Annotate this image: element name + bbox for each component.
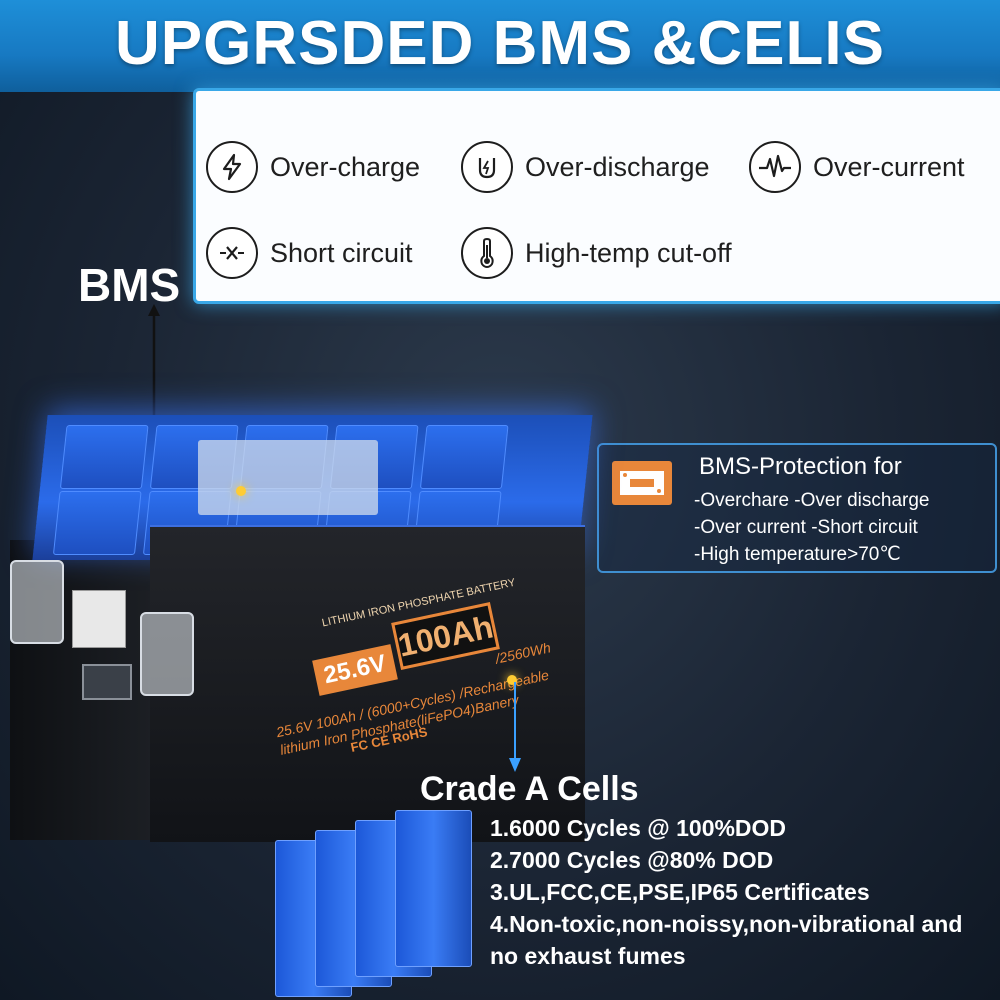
bms-protection-box: BMS-Protection for -Overchare -Over disc… <box>597 443 997 573</box>
bms-glow-dot <box>236 486 246 496</box>
protection-label: Over-current <box>813 151 965 182</box>
protection-label: Over-charge <box>270 151 421 182</box>
bms-protection-line: -Overchare -Over discharge <box>694 490 930 511</box>
header-banner <box>0 0 1000 92</box>
cell-block <box>419 425 509 489</box>
protection-label: Short circuit <box>270 237 413 268</box>
breaker-switch <box>72 590 126 648</box>
cells-feature-item: 4.Non-toxic,non-noissy,non-vibrational a… <box>490 911 963 937</box>
battery-terminal-left <box>10 560 64 644</box>
battery-terminal-right <box>140 612 194 696</box>
protection-panel: Over-charge Over-discharge Over-current … <box>193 88 1000 304</box>
battery-glow-dot <box>507 675 517 685</box>
protection-item-over-charge: Over-charge <box>206 141 420 193</box>
cells-feature-item: 1.6000 Cycles @ 100%DOD <box>490 815 787 841</box>
cells-feature-item: 3.UL,FCC,CE,PSE,IP65 Certificates <box>490 879 870 905</box>
cell-block <box>59 425 149 489</box>
bms-board-icon <box>612 461 672 505</box>
protection-item-over-current: Over-current <box>749 141 965 193</box>
lifepo4-cell <box>395 810 472 967</box>
bms-protection-line: -High temperature>70℃ <box>694 544 901 565</box>
cells-pointer-line <box>509 682 521 772</box>
cells-feature-item: no exhaust fumes <box>490 943 686 969</box>
pulse-icon <box>749 141 801 193</box>
protection-item-short-circuit: Short circuit <box>206 227 413 279</box>
cell-block <box>52 491 142 555</box>
bms-circuit-board <box>198 440 378 515</box>
thermometer-icon <box>461 227 513 279</box>
battery-energy: /2560Wh <box>493 639 553 667</box>
page-title: UPGRSDED BMS &CELIS <box>115 9 885 78</box>
battery-meter-display <box>82 664 132 700</box>
cells-feature-item: 2.7000 Cycles @80% DOD <box>490 847 774 873</box>
protection-item-high-temp: High-temp cut-off <box>461 227 732 279</box>
bms-label: BMS <box>78 259 181 311</box>
bms-protection-title: BMS-Protection for <box>699 453 902 480</box>
protection-label: High-temp cut-off <box>525 237 732 268</box>
short-circuit-icon <box>206 227 258 279</box>
bms-protection-line: -Over current -Short circuit <box>694 517 918 538</box>
protection-label: Over-discharge <box>525 151 710 182</box>
protection-item-over-discharge: Over-discharge <box>461 141 710 193</box>
cells-section-title: Crade A Cells <box>420 770 639 808</box>
lightning-icon <box>206 141 258 193</box>
battery-discharge-icon <box>461 141 513 193</box>
